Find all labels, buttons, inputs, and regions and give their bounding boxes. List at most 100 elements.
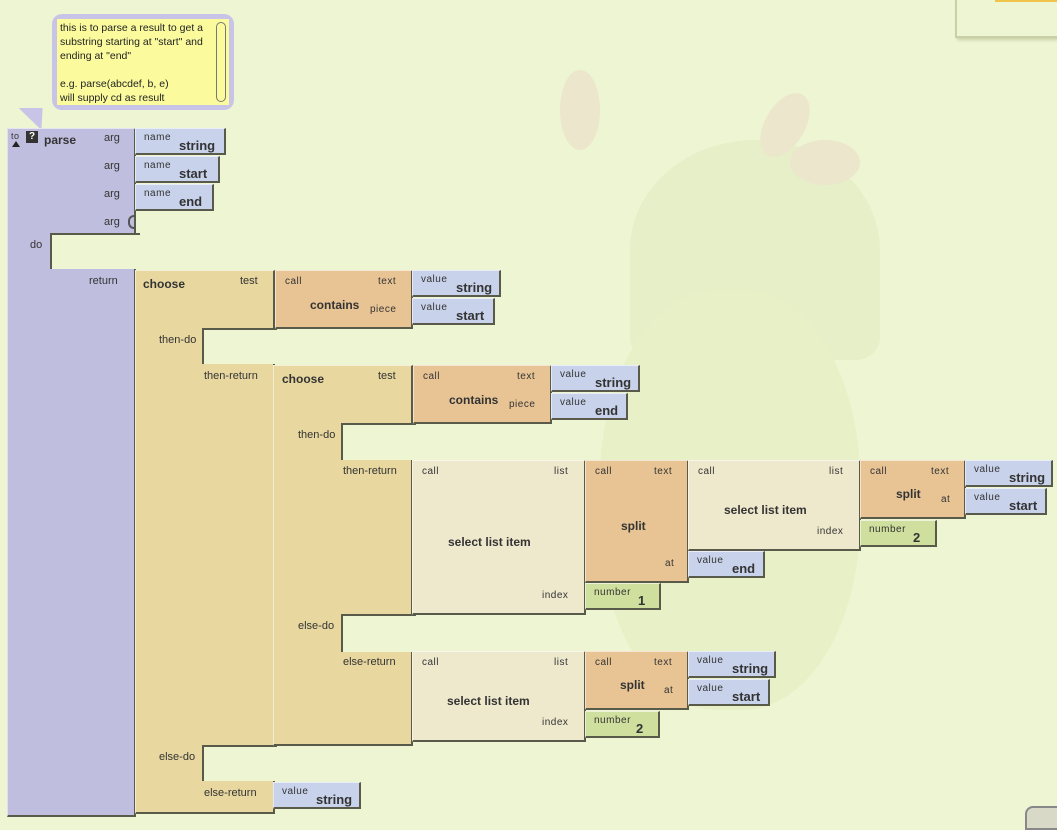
then-return-label: then-return	[343, 465, 397, 477]
select-list-item-block[interactable]: call select list item list index	[412, 651, 586, 742]
piece-label: piece	[370, 304, 397, 315]
contains-block[interactable]: call contains text piece	[275, 270, 413, 329]
number-label: number	[869, 524, 906, 535]
number-value[interactable]: 1	[638, 593, 646, 608]
value-name: start	[456, 308, 485, 323]
arg-socket-empty[interactable]	[128, 215, 135, 229]
text-label: text	[654, 657, 673, 668]
do-label: do	[30, 239, 43, 251]
comment-body[interactable]: this is to parse a result to get a subst…	[57, 19, 229, 105]
panel-corner	[955, 0, 1057, 38]
value-end-block[interactable]: value end	[688, 551, 765, 578]
help-icon[interactable]: ?	[26, 131, 38, 143]
number-block[interactable]: number 2	[860, 520, 937, 547]
collapse-triangle-icon[interactable]	[12, 141, 20, 147]
then-do-label: then-do	[159, 334, 197, 346]
arg-name[interactable]: end	[179, 194, 203, 209]
procedure-do-slot[interactable]	[50, 233, 140, 269]
call-name: select list item	[724, 503, 807, 517]
at-label: at	[665, 558, 675, 569]
call-label: call	[870, 466, 888, 477]
trash-can-icon[interactable]	[1025, 806, 1057, 830]
value-name: start	[1009, 498, 1038, 513]
split-block[interactable]: call split text at	[585, 460, 689, 583]
value-string-block[interactable]: value string	[412, 270, 501, 297]
at-label: at	[664, 685, 674, 696]
procedure-name[interactable]: parse	[44, 133, 77, 147]
arg-name-start[interactable]: name start	[135, 156, 220, 183]
call-label: call	[595, 657, 613, 668]
arg-name-string[interactable]: name string	[135, 128, 226, 155]
outer-choose-title: choose	[143, 277, 186, 291]
value-start-block[interactable]: value start	[965, 488, 1047, 515]
inner-then-do-slot[interactable]	[341, 423, 416, 460]
call-label: call	[595, 466, 613, 477]
inner-choose-title: choose	[282, 372, 325, 386]
number-block[interactable]: number 2	[585, 711, 660, 738]
list-label: list	[829, 466, 844, 477]
index-label: index	[542, 590, 569, 601]
then-do-label: then-do	[298, 429, 336, 441]
value-name: start	[732, 689, 761, 704]
value-string-block[interactable]: value string	[965, 460, 1053, 487]
outer-else-do-slot[interactable]	[202, 745, 277, 781]
arg-name-end[interactable]: name end	[135, 184, 214, 211]
select-list-item-block[interactable]: call select list item list index	[412, 460, 586, 615]
number-block[interactable]: number 1	[585, 583, 661, 610]
value-end-block[interactable]: value end	[551, 393, 628, 420]
comment-bubble[interactable]: this is to parse a result to get a subst…	[52, 14, 234, 110]
text-label: text	[517, 371, 536, 382]
value-label: value	[560, 369, 587, 380]
comment-scrollbar[interactable]	[216, 22, 226, 102]
select-list-item-block[interactable]: call select list item list index	[688, 460, 861, 551]
value-name: string	[456, 280, 493, 295]
call-name: contains	[449, 393, 499, 407]
arg-label: arg	[104, 132, 120, 144]
arg-name[interactable]: start	[179, 166, 208, 181]
value-name: end	[732, 561, 756, 576]
value-label: value	[421, 274, 448, 285]
value-name: end	[595, 403, 619, 418]
name-label: name	[144, 132, 172, 143]
return-label: return	[89, 275, 118, 287]
value-label: value	[697, 683, 724, 694]
piece-label: piece	[509, 399, 536, 410]
value-name: string	[1009, 470, 1046, 485]
call-name: split	[896, 487, 921, 501]
comment-tail	[18, 108, 56, 130]
call-name: split	[621, 519, 646, 533]
value-string-block[interactable]: value string	[551, 365, 640, 392]
value-string-block[interactable]: value string	[688, 651, 776, 678]
name-label: name	[144, 160, 172, 171]
procedure-keyword: to	[11, 131, 20, 141]
contains-block[interactable]: call contains text piece	[413, 365, 552, 424]
else-return-label: else-return	[204, 787, 257, 799]
panel-accent	[995, 0, 1057, 2]
value-label: value	[974, 464, 1001, 475]
value-label: value	[697, 555, 724, 566]
text-label: text	[654, 466, 673, 477]
name-label: name	[144, 188, 172, 199]
comment-text[interactable]: this is to parse a result to get a subst…	[60, 22, 203, 104]
else-do-label: else-do	[298, 620, 335, 632]
value-string-block[interactable]: value string	[273, 782, 361, 809]
index-label: index	[542, 717, 569, 728]
call-name: contains	[310, 298, 360, 312]
number-value[interactable]: 2	[913, 530, 921, 545]
outer-then-do-slot[interactable]	[202, 328, 277, 364]
split-block[interactable]: call split text at	[860, 460, 966, 519]
value-start-block[interactable]: value start	[688, 679, 770, 706]
test-label: test	[378, 370, 396, 382]
index-label: index	[817, 526, 844, 537]
number-value[interactable]: 2	[636, 721, 644, 736]
call-name: split	[620, 678, 645, 692]
arg-label: arg	[104, 216, 120, 228]
value-name: string	[316, 792, 353, 807]
else-return-label: else-return	[343, 656, 396, 668]
inner-else-do-slot[interactable]	[341, 614, 416, 652]
number-label: number	[594, 587, 631, 598]
split-block[interactable]: call split text at	[585, 651, 689, 710]
arg-name[interactable]: string	[179, 138, 216, 153]
value-label: value	[974, 492, 1001, 503]
value-start-block[interactable]: value start	[412, 298, 495, 325]
